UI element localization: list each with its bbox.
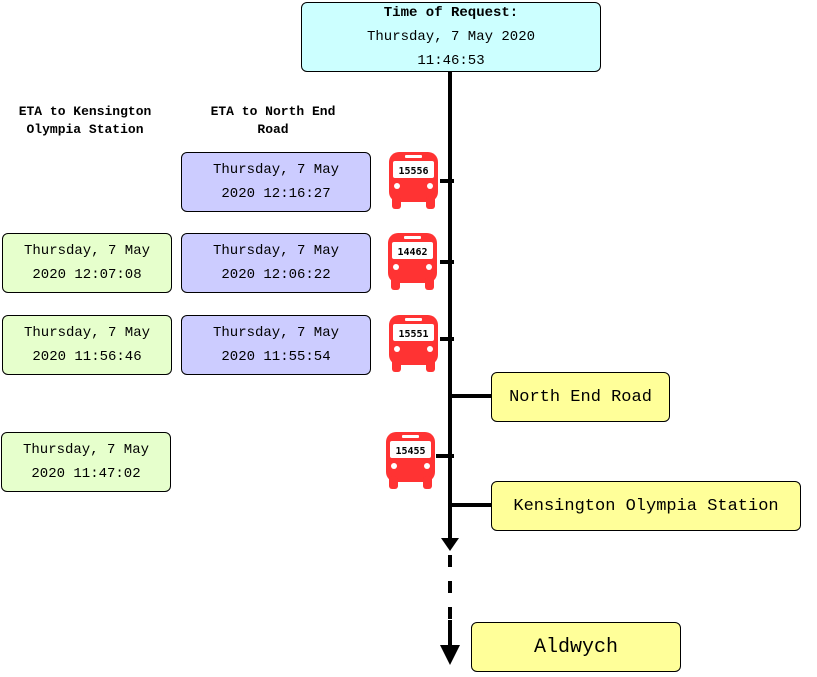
bus-icon: 15455 bbox=[386, 432, 435, 489]
eta-time: 2020 11:56:46 bbox=[32, 349, 142, 365]
eta-date: Thursday, 7 May bbox=[22, 442, 150, 458]
eta-kensington-bus-14462: Thursday, 7 May 2020 12:07:08 bbox=[2, 233, 172, 293]
request-title: Time of Request: bbox=[383, 5, 519, 21]
bus-number: 15455 bbox=[395, 446, 425, 457]
eta-date: Thursday, 7 May bbox=[212, 243, 340, 259]
eta-north-end-bus-14462: Thursday, 7 May 2020 12:06:22 bbox=[181, 233, 371, 293]
eta-time: 2020 11:47:02 bbox=[31, 466, 141, 482]
bus-icon: 14462 bbox=[388, 233, 437, 290]
route-arrow-head bbox=[441, 538, 459, 551]
bus-number: 15556 bbox=[398, 166, 428, 177]
eta-time: 2020 11:55:54 bbox=[221, 349, 331, 365]
eta-date: Thursday, 7 May bbox=[212, 162, 340, 178]
eta-kensington-bus-15551: Thursday, 7 May 2020 11:56:46 bbox=[2, 315, 172, 375]
time-of-request-box: Time of Request: Thursday, 7 May 2020 11… bbox=[301, 2, 601, 72]
destination-arrow-head bbox=[440, 645, 460, 665]
bus-number: 14462 bbox=[397, 247, 427, 258]
stop-kensington-olympia: Kensington Olympia Station bbox=[491, 481, 801, 531]
eta-time: 2020 12:16:27 bbox=[221, 186, 331, 202]
eta-date: Thursday, 7 May bbox=[212, 325, 340, 341]
column-heading-kensington: ETA to Kensington Olympia Station bbox=[18, 104, 152, 137]
bus-icon: 15551 bbox=[389, 315, 438, 372]
bus-number: 15551 bbox=[398, 329, 428, 340]
stop-north-end-road: North End Road bbox=[491, 372, 670, 422]
eta-north-end-bus-15556: Thursday, 7 May 2020 12:16:27 bbox=[181, 152, 371, 212]
eta-date: Thursday, 7 May bbox=[23, 325, 151, 341]
eta-date: Thursday, 7 May bbox=[23, 243, 151, 259]
request-date: Thursday, 7 May 2020 bbox=[366, 29, 536, 45]
eta-kensington-bus-15455: Thursday, 7 May 2020 11:47:02 bbox=[1, 432, 171, 492]
eta-time: 2020 12:07:08 bbox=[32, 267, 142, 283]
eta-time: 2020 12:06:22 bbox=[221, 267, 331, 283]
eta-north-end-bus-15551: Thursday, 7 May 2020 11:55:54 bbox=[181, 315, 371, 375]
stop-aldwych: Aldwych bbox=[471, 622, 681, 672]
bus-icon: 15556 bbox=[389, 152, 438, 209]
request-time: 11:46:53 bbox=[417, 53, 485, 69]
column-heading-north-end: ETA to North End Road bbox=[210, 104, 336, 137]
